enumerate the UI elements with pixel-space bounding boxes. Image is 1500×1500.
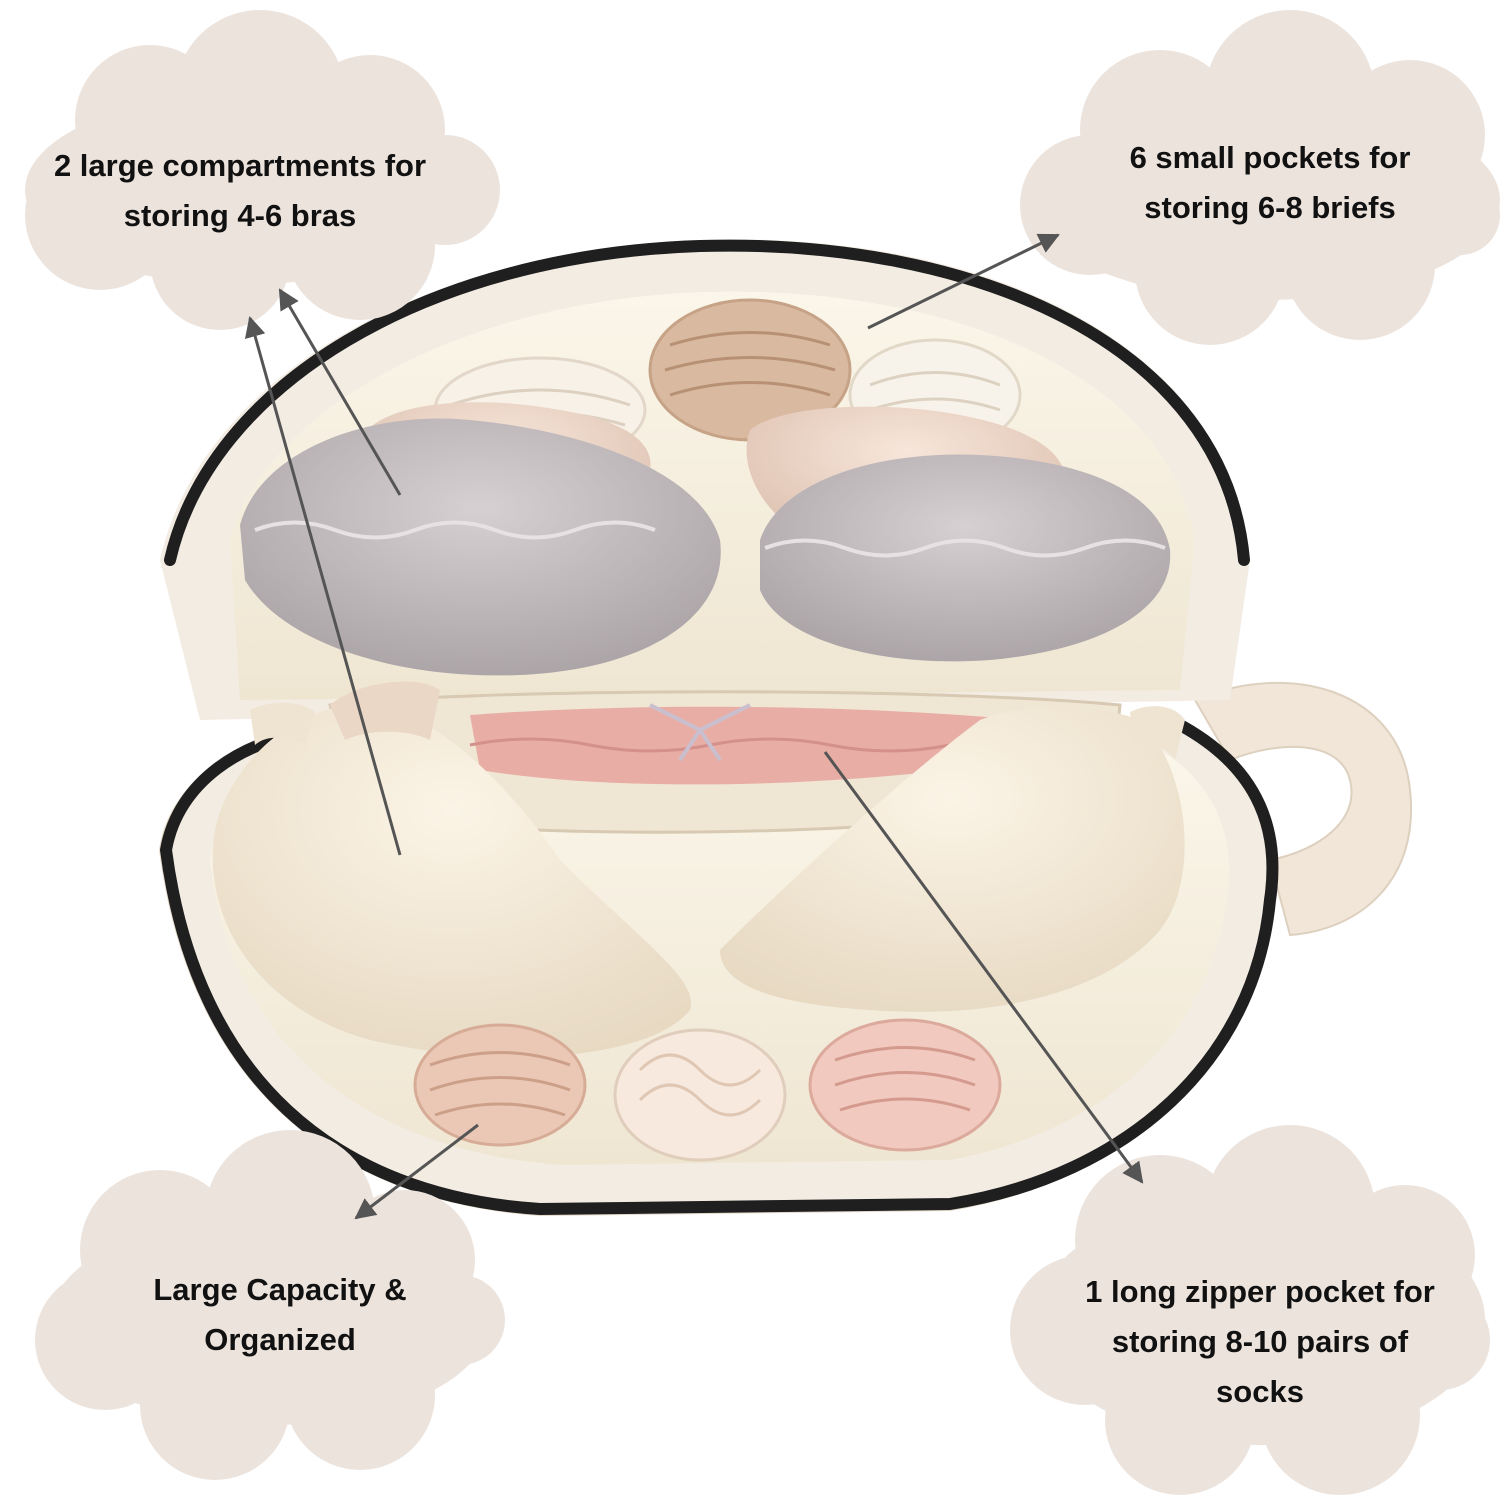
- callout-capacity-line-1: Large Capacity &: [153, 1272, 407, 1307]
- arrow-bras-1: [278, 288, 402, 496]
- callout-briefs-line-2: storing 6-8 briefs: [1144, 190, 1396, 225]
- organizer-bag-icon: [158, 239, 1413, 1217]
- cream-bra-left: [212, 704, 692, 1057]
- callout-capacity: Large Capacity & Organized: [80, 1265, 480, 1365]
- arrow-capacity: [354, 1123, 479, 1220]
- callout-briefs: 6 small pockets for storing 6-8 briefs: [1060, 133, 1480, 233]
- arrow-bras-2: [244, 315, 402, 856]
- callout-bras-line-2: storing 4-6 bras: [123, 198, 357, 233]
- grey-bra-left: [240, 418, 721, 676]
- cloud-bubble-socks: [1010, 1125, 1490, 1495]
- callout-briefs-line-1: 6 small pockets for: [1129, 140, 1411, 175]
- arrows: [244, 233, 1144, 1220]
- arrow-socks: [823, 751, 1144, 1184]
- callout-bras: 2 large compartments for storing 4-6 bra…: [20, 141, 460, 241]
- callout-socks-line-2: storing 8-10 pairs of: [1111, 1324, 1409, 1359]
- cloud-bubble-bras: [25, 10, 500, 330]
- bottom-briefs: [413, 1018, 1002, 1162]
- callout-socks-line-3: socks: [1216, 1374, 1304, 1409]
- callout-capacity-line-2: Organized: [204, 1322, 356, 1357]
- callout-socks-line-1: 1 long zipper pocket for: [1085, 1274, 1435, 1309]
- callout-bras-line-1: 2 large compartments for: [53, 148, 427, 183]
- grey-bra-right: [760, 454, 1171, 662]
- lid-zipper: [164, 239, 1250, 566]
- cloud-bubble-capacity: [35, 1130, 505, 1480]
- callout-socks: 1 long zipper pocket for storing 8-10 pa…: [1040, 1267, 1480, 1417]
- cloud-bubble-briefs: [1020, 10, 1500, 345]
- arrow-briefs: [867, 233, 1060, 330]
- side-handle: [1193, 681, 1413, 937]
- cream-bra-right: [720, 706, 1185, 1012]
